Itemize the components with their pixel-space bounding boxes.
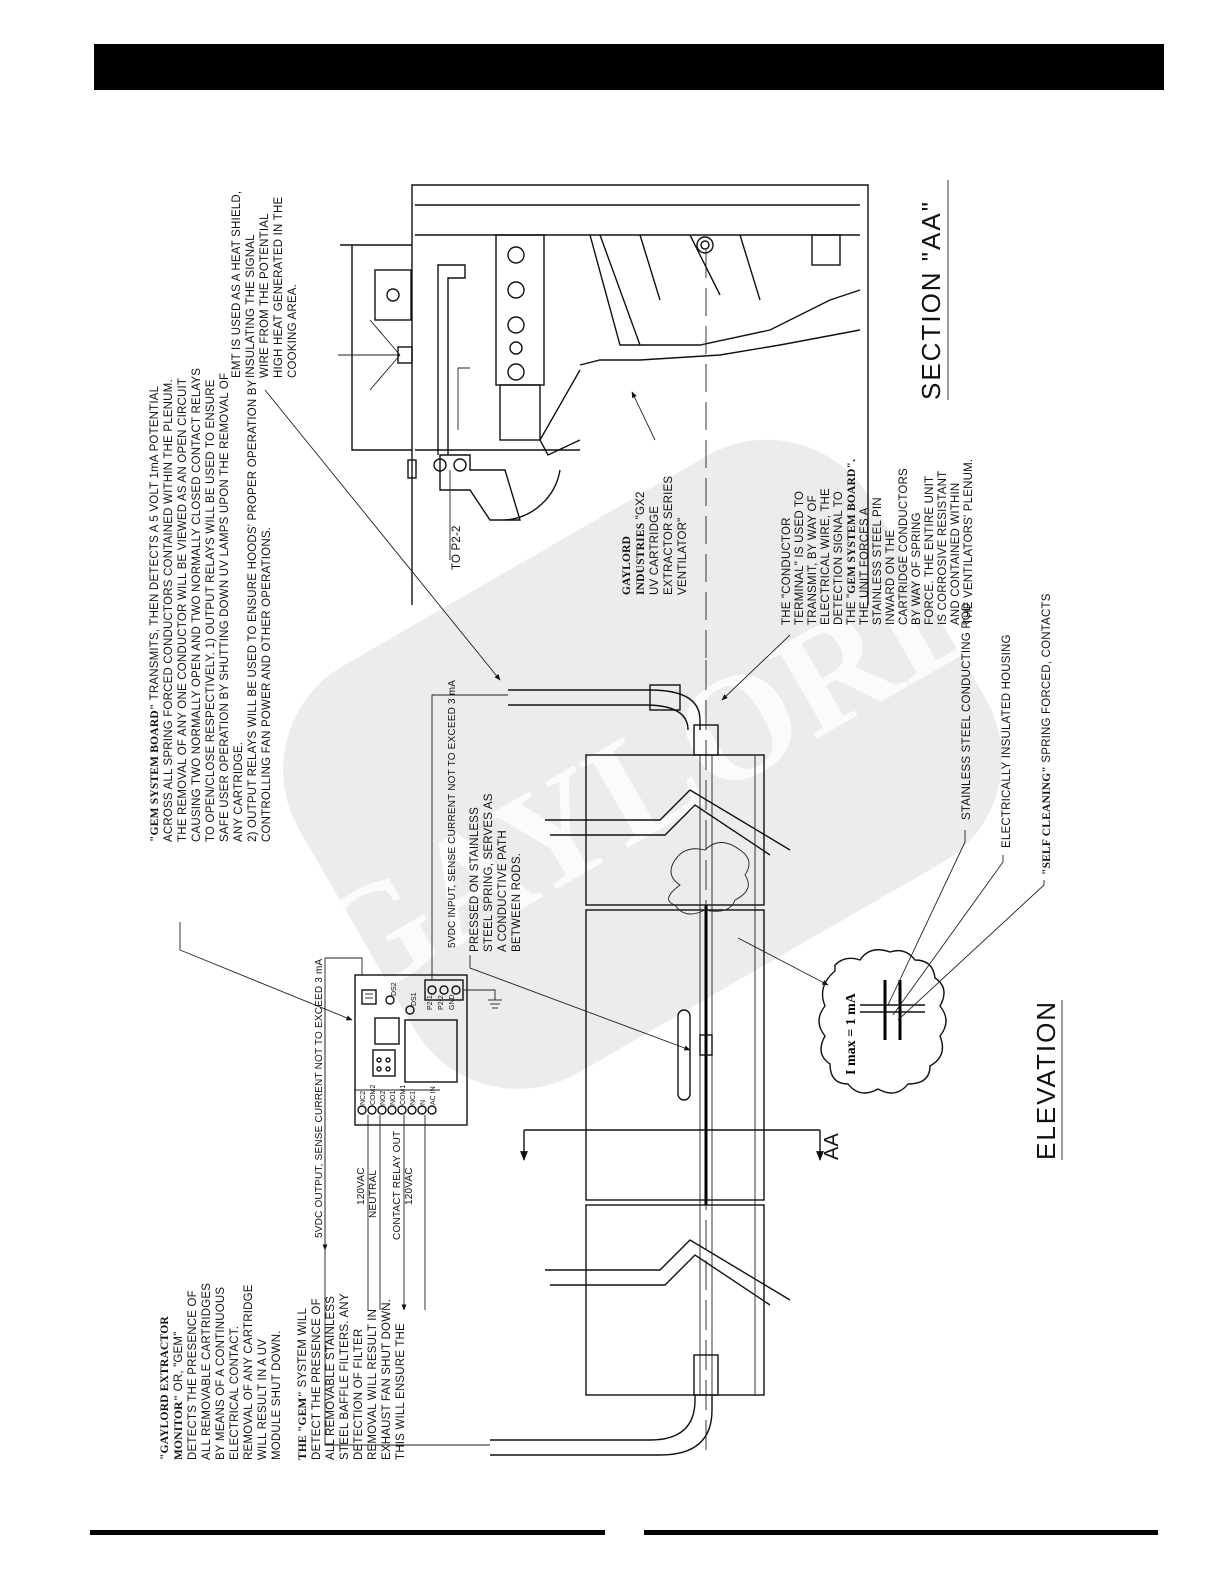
terminal-gnd: GND [449,994,456,1010]
emt-note: EMT IS USED AS A HEAT SHIELD, INSULATING… [231,187,299,378]
rod-callout: STAINLESS STEEL CONDUCTING ROD [961,602,973,820]
elevation-drawing [490,660,824,1456]
gem-board-leader [179,922,353,1021]
left-terminal-row [357,1105,437,1115]
gem-board-note: "GEM SYSTEM BOARD" TRANSMITS, THEN DETEC… [149,364,273,842]
input-callout: 5VDC INPUT, SENSE CURRENT NOT TO EXCEED … [447,680,458,948]
terminal-nc2: NC2 [360,1091,367,1105]
section-aa-title: SECTION "AA" [916,200,946,400]
terminal-n: N [420,1100,427,1105]
wire-neutral: NEUTRAL [368,1170,379,1218]
watermark: GAYLORD [282,439,1018,1089]
terminal-ac-in: AC IN [430,1086,437,1105]
conductor-leader [721,634,791,701]
wire-120vac-2: 120VAC [404,1167,415,1205]
emt-leader [264,389,501,681]
housing-leader [892,855,1004,1016]
conductor-terminal-note: THE "CONDUCTOR TERMINAL" IS USED TO TRAN… [781,455,975,625]
terminal-no1: NO1 [390,1091,397,1106]
gem-system-board: NC2 COM2 NO2 NO1 COM1 NC1 N AC IN P2-1 P… [354,974,502,1126]
wire-120vac-1: 120VAC [356,1167,367,1205]
rod-leader [887,830,966,1006]
gaylord-ventilator-label: GAYLORD INDUSTRIES "GX2 UV CARTRIDGE EXT… [621,472,689,595]
terminal-p21: P2-1 [427,995,434,1010]
output-callout: 5VDC OUTPUT, SENSE CURRENT NOT TO EXCEED… [314,958,325,1238]
footer-rule-right [644,1530,1158,1535]
footer-rule-left [90,1530,605,1535]
pressed-spring-note: PRESSED ON STAINLESS STEEL SPRING, SERVE… [469,790,523,952]
terminal-com2: COM2 [370,1085,377,1105]
terminal-nc1: NC1 [410,1091,417,1105]
terminal-com1: COM1 [400,1085,407,1105]
pressed-leader [469,955,691,1051]
led-ds1: DS1 [411,992,418,1006]
gem-monitor-note: "GAYLORD EXTRACTOR MONITOR" OR, "GEM" DE… [159,1279,283,1460]
section-aa-drawing [338,184,869,660]
detail-current-label: I max = 1 mA [844,992,859,1075]
self-cleaning-callout: "SELF CLEANING" SPRING FORCED, CONTACTS [1041,593,1053,875]
wire-contact-relay: CONTACT RELAY OUT [392,1131,403,1240]
housing-callout: ELECTRICALLY INSULATED HOUSING [1001,634,1013,848]
elevation-title: ELEVATION [1031,1000,1061,1160]
section-marker-label: AA [821,1132,843,1160]
to-p22-label: TO P2-2 [451,525,463,570]
terminal-p22: P2-2 [438,995,445,1010]
led-ds2: DS2 [391,982,398,996]
header-bar [94,44,1164,90]
terminal-no2: NO2 [380,1091,387,1106]
self-cleaning-leader [897,880,1045,1021]
board-wiring [322,694,508,1446]
gem-filter-note: THE "GEM" SYSTEM WILL DETECT THE PRESENC… [297,1290,407,1460]
gaylord-leader [631,391,656,441]
